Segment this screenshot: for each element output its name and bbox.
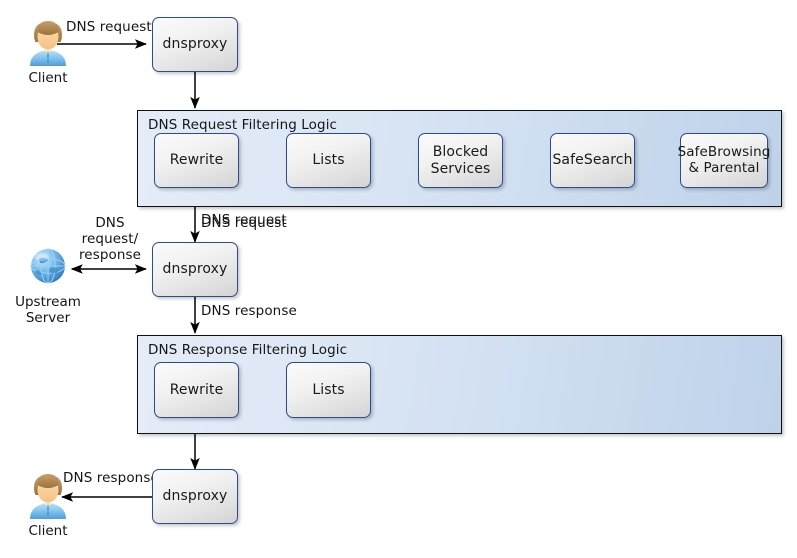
group-request-filtering-title: DNS Request Filtering Logic <box>148 117 338 133</box>
stage-lists-request[interactable]: Lists <box>286 133 371 188</box>
edge-label-dnsproxy-to-response-filter: DNS response <box>201 303 297 319</box>
globe-icon <box>24 242 72 290</box>
client-top-label: Client <box>28 70 68 86</box>
upstream-server-label: Upstream Server <box>15 294 81 327</box>
stage-rewrite-request[interactable]: Rewrite <box>154 133 239 188</box>
stage-safesearch[interactable]: SafeSearch <box>550 133 635 188</box>
stage-rewrite-response[interactable]: Rewrite <box>154 362 239 418</box>
node-dnsproxy-bottom[interactable]: dnsproxy <box>152 469 238 524</box>
edge-label-client-to-dnsproxy: DNS request <box>66 19 152 35</box>
edge-label-dnsproxy-request-in: DNS request <box>201 215 287 231</box>
edge-label-dnsproxy-to-client: DNS response <box>63 470 159 486</box>
user-avatar-icon <box>22 16 74 68</box>
group-response-filtering-logic: DNS Response Filtering Logic <box>137 335 782 434</box>
edge-label-request-filter-to-dnsproxy: DNS request <box>201 212 287 228</box>
node-dnsproxy-mid[interactable]: dnsproxy <box>152 242 238 297</box>
client-bottom-label: Client <box>28 523 68 539</box>
stage-blocked-services[interactable]: Blocked Services <box>418 133 503 188</box>
user-avatar-icon <box>22 469 74 521</box>
stage-lists-response[interactable]: Lists <box>286 362 371 418</box>
stage-safebrowsing-parental[interactable]: SafeBrowsing & Parental <box>678 133 770 188</box>
edge-label-upstream-exchange: DNS request/ response <box>78 215 142 263</box>
node-dnsproxy-top[interactable]: dnsproxy <box>152 17 238 72</box>
group-response-filtering-title: DNS Response Filtering Logic <box>148 342 348 358</box>
